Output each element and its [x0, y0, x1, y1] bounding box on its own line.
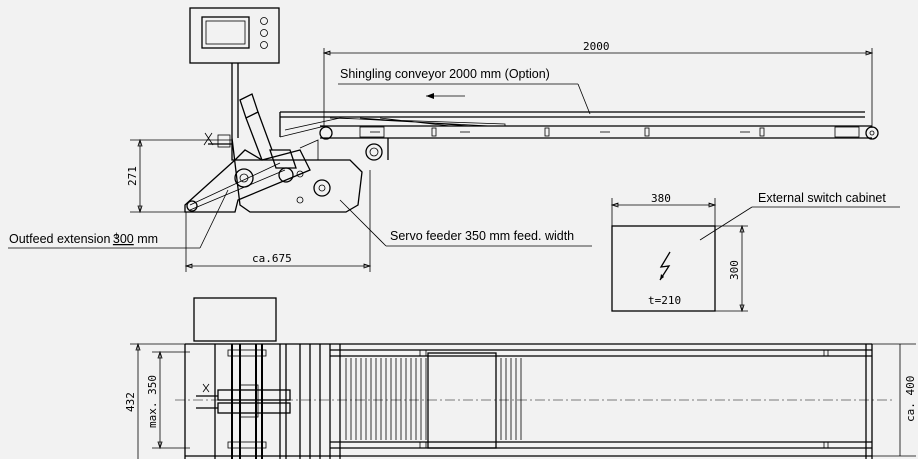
dim-2000: 2000 — [322, 40, 874, 128]
shingling-conveyor-label: Shingling conveyor 2000 mm (Option) — [340, 67, 550, 81]
arrow-left-icon — [426, 93, 465, 99]
lightning-bolt-icon — [659, 251, 671, 281]
control-panel — [189, 7, 280, 138]
shingling-conveyor — [279, 111, 879, 161]
top-view: 432 max. 350 ca. 400 — [124, 297, 917, 459]
feeder-top — [196, 344, 321, 459]
cabinet-depth-text: t=210 — [648, 294, 681, 307]
dim-300-text: 300 — [728, 260, 741, 280]
label-shingling: Shingling conveyor 2000 mm (Option) — [338, 67, 591, 115]
dim-675-text: ca.675 — [252, 252, 292, 265]
dim-271-text: 271 — [126, 166, 139, 186]
dim-675: ca.675 — [184, 170, 372, 272]
dim-400-text: ca. 400 — [904, 376, 917, 422]
label-servo: Servo feeder 350 mm feed. width — [339, 199, 592, 247]
belt-section — [419, 349, 829, 449]
dim-max350-text: max. 350 — [146, 375, 159, 428]
outfeed-extension-label: Outfeed extension ±300 mm — [9, 230, 158, 246]
dim-max350: max. 350 — [146, 350, 190, 450]
side-view: 2000 Shingling conveyor 2000 mm (Option)… — [8, 7, 879, 272]
dim-400: ca. 400 — [872, 343, 917, 457]
roller-bed — [345, 358, 522, 440]
label-outfeed: Outfeed extension ±300 mm — [8, 189, 229, 249]
dim-380-text: 380 — [651, 192, 671, 205]
external-cabinet-label: External switch cabinet — [758, 191, 886, 205]
frame-outline — [184, 343, 873, 459]
dim-432: 432 — [124, 342, 185, 459]
dim-432-text: 432 — [124, 392, 137, 412]
outfeed-tol-mark: ± — [114, 230, 119, 240]
switch-cabinet: 380 300 t=210 External switch cabinet — [610, 191, 900, 313]
servo-feeder-label: Servo feeder 350 mm feed. width — [390, 229, 574, 243]
dim-2000-text: 2000 — [583, 40, 610, 53]
servo-feeder — [184, 93, 363, 213]
dim-271: 271 — [126, 138, 232, 214]
